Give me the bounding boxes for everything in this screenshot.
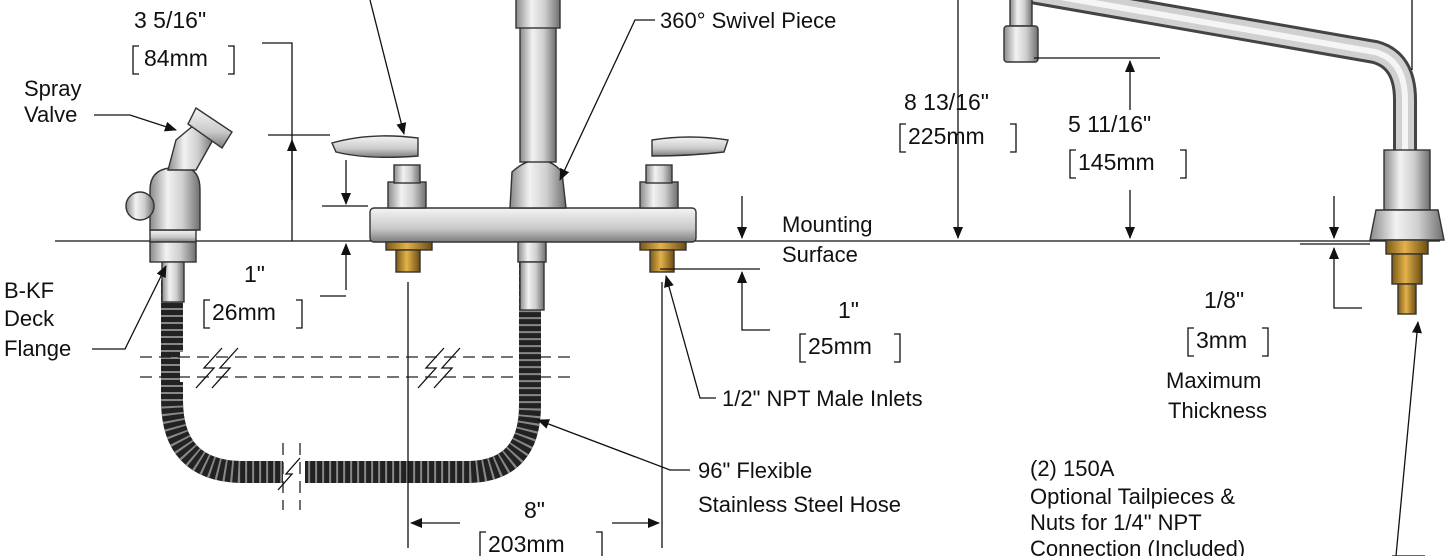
centers-metric: 203mm bbox=[488, 531, 565, 556]
flexible-hose bbox=[161, 262, 541, 488]
mounting-surface-label-line2: Surface bbox=[782, 242, 858, 267]
faucet-body bbox=[331, 0, 729, 311]
spout-assembly bbox=[1003, 0, 1445, 315]
hose-label-line1: 96" Flexible bbox=[698, 458, 812, 483]
tailpieces-label-line3: Nuts for 1/4" NPT bbox=[1030, 510, 1202, 535]
spout-outlet-imperial: 5 11/16" bbox=[1068, 111, 1151, 137]
centers-imperial: 8" bbox=[524, 497, 545, 523]
thickness-imperial: 1/8" bbox=[1204, 287, 1244, 313]
mounting-surface-label-line1: Mounting bbox=[782, 212, 873, 237]
handle-height-metric: 84mm bbox=[144, 45, 208, 71]
deck-height-imperial: 1" bbox=[244, 261, 265, 287]
bkf-flange-label-line3: Flange bbox=[4, 336, 71, 361]
spray-valve-label-line2: Valve bbox=[24, 102, 77, 127]
spray-valve bbox=[125, 106, 233, 303]
bkf-flange-label-line1: B-KF bbox=[4, 278, 54, 303]
spout-height-imperial: 8 13/16" bbox=[904, 89, 989, 115]
npt-inlets-label: 1/2" NPT Male Inlets bbox=[722, 386, 923, 411]
inlet-length-metric: 25mm bbox=[808, 333, 872, 359]
spout-height-metric: 225mm bbox=[908, 123, 985, 149]
handle-height-imperial: 3 5/16" bbox=[134, 7, 206, 33]
tailpieces-label-line4: Connection (Included) bbox=[1030, 536, 1245, 556]
hose-label-line2: Stainless Steel Hose bbox=[698, 492, 901, 517]
dimension-lines bbox=[92, 0, 1425, 556]
inlet-length-imperial: 1" bbox=[838, 297, 859, 323]
swivel-label: 360° Swivel Piece bbox=[660, 8, 836, 33]
deck-height-metric: 26mm bbox=[212, 299, 276, 325]
max-thickness-label-line2: Thickness bbox=[1168, 398, 1267, 423]
spout-outlet-metric: 145mm bbox=[1078, 149, 1155, 175]
tailpieces-label-line2: Optional Tailpieces & bbox=[1030, 484, 1235, 509]
tailpieces-label-line1: (2) 150A bbox=[1030, 456, 1115, 481]
hose-break-lines bbox=[140, 347, 570, 510]
bkf-flange-label-line2: Deck bbox=[4, 306, 55, 331]
thickness-metric: 3mm bbox=[1196, 327, 1247, 353]
spray-valve-label-line1: Spray bbox=[24, 76, 81, 101]
max-thickness-label-line1: Maximum bbox=[1166, 368, 1261, 393]
